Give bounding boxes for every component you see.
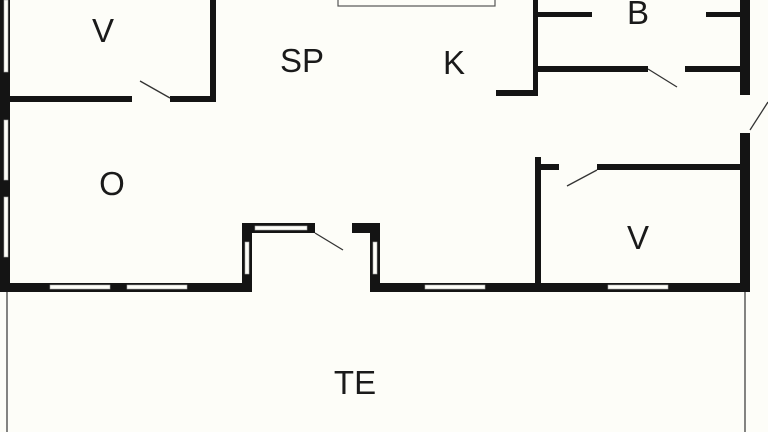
door-swings [139, 68, 768, 251]
room-label-sp: SP [280, 42, 324, 79]
windows [3, 0, 669, 290]
room-label-k: K [443, 44, 465, 81]
terrace-outline [6, 292, 746, 432]
room-label-v-right: V [627, 219, 649, 256]
room-label-te: TE [334, 364, 376, 401]
room-label-o: O [99, 165, 125, 202]
room-label-v-top: V [92, 12, 114, 49]
room-label-b: B [627, 0, 649, 31]
kitchen-counter [337, 0, 496, 7]
